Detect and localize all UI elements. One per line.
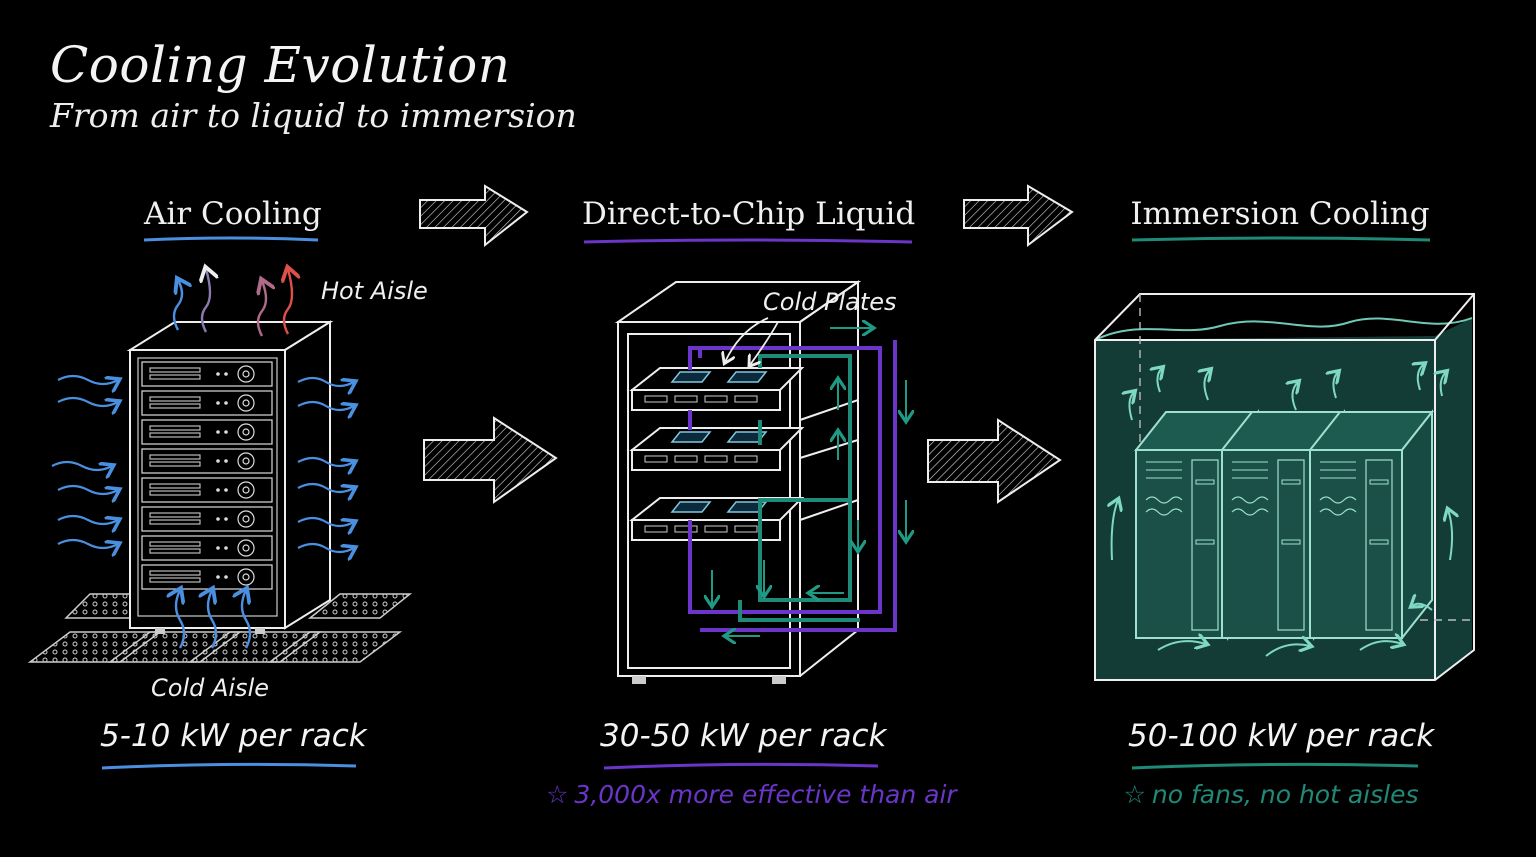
star-icon: ☆: [1123, 780, 1146, 809]
capacity-air: 5-10 kW per rack: [100, 718, 367, 754]
flow-arrow-top-1: [419, 184, 529, 248]
coolant-loop-purple: [688, 340, 897, 632]
capacity-liquid: 30-50 kW per rack: [600, 718, 887, 754]
server-unit: [141, 419, 273, 445]
cold-aisle-arrows: [176, 590, 250, 649]
air-intake-arrows: [51, 374, 118, 548]
cold-plates-label: Cold Plates: [763, 288, 897, 316]
server-unit: [141, 535, 273, 561]
liquid-note: ☆3,000x more effective than air: [546, 780, 957, 809]
cold-plate: [670, 501, 712, 513]
hot-aisle-label: Hot Aisle: [321, 277, 428, 305]
floor-tile: [307, 593, 413, 619]
immersion-capacity-underline: [1131, 762, 1419, 770]
immersion-title-underline: [1131, 236, 1431, 242]
server-unit: [141, 390, 273, 416]
stage-title-liquid: Direct-to-Chip Liquid: [582, 196, 916, 232]
immersion-note-text: no fans, no hot aisles: [1151, 780, 1419, 809]
cold-plate-pointers: [725, 317, 779, 365]
cold-plate: [726, 431, 768, 443]
server-tray: [629, 367, 805, 411]
air-capacity-underline: [101, 762, 357, 770]
hot-aisle-arrows: [172, 269, 292, 337]
liquid-title-underline: [583, 238, 913, 244]
air-title-underline: [143, 236, 319, 242]
server-unit: [141, 361, 273, 387]
flow-arrow-top-2: [963, 184, 1074, 247]
flow-arrow-mid-2: [927, 418, 1062, 504]
submerged-server: [1307, 409, 1435, 641]
server-unit: [141, 477, 273, 503]
liquid-note-text: 3,000x more effective than air: [574, 780, 957, 809]
floor-tile: [267, 631, 403, 663]
air-cooled-rack: [27, 320, 413, 663]
server-unit: [141, 448, 273, 474]
cold-plate: [670, 431, 712, 443]
immersion-flow-arrows: [1112, 364, 1452, 657]
star-icon: ☆: [546, 780, 569, 809]
liquid-capacity-underline: [603, 762, 879, 770]
cold-plate: [726, 371, 768, 383]
cold-aisle-label: Cold Aisle: [151, 674, 269, 702]
server-unit: [141, 564, 273, 590]
immersion-tank: [1094, 293, 1475, 681]
server-tray: [629, 427, 805, 471]
stage-title-air: Air Cooling: [144, 196, 322, 232]
cold-plate: [670, 371, 712, 383]
server-unit: [141, 506, 273, 532]
diagram-title: Cooling Evolution: [50, 36, 511, 94]
coolant-flow-arrows: [712, 328, 906, 636]
stage-title-immersion: Immersion Cooling: [1130, 196, 1430, 232]
flow-arrow-mid-1: [423, 416, 558, 504]
capacity-immersion: 50-100 kW per rack: [1128, 718, 1435, 754]
air-exhaust-arrows: [297, 376, 354, 552]
immersion-note: ☆no fans, no hot aisles: [1122, 780, 1420, 809]
server-tray: [629, 497, 805, 541]
diagram-subtitle: From air to liquid to immersion: [50, 96, 577, 135]
